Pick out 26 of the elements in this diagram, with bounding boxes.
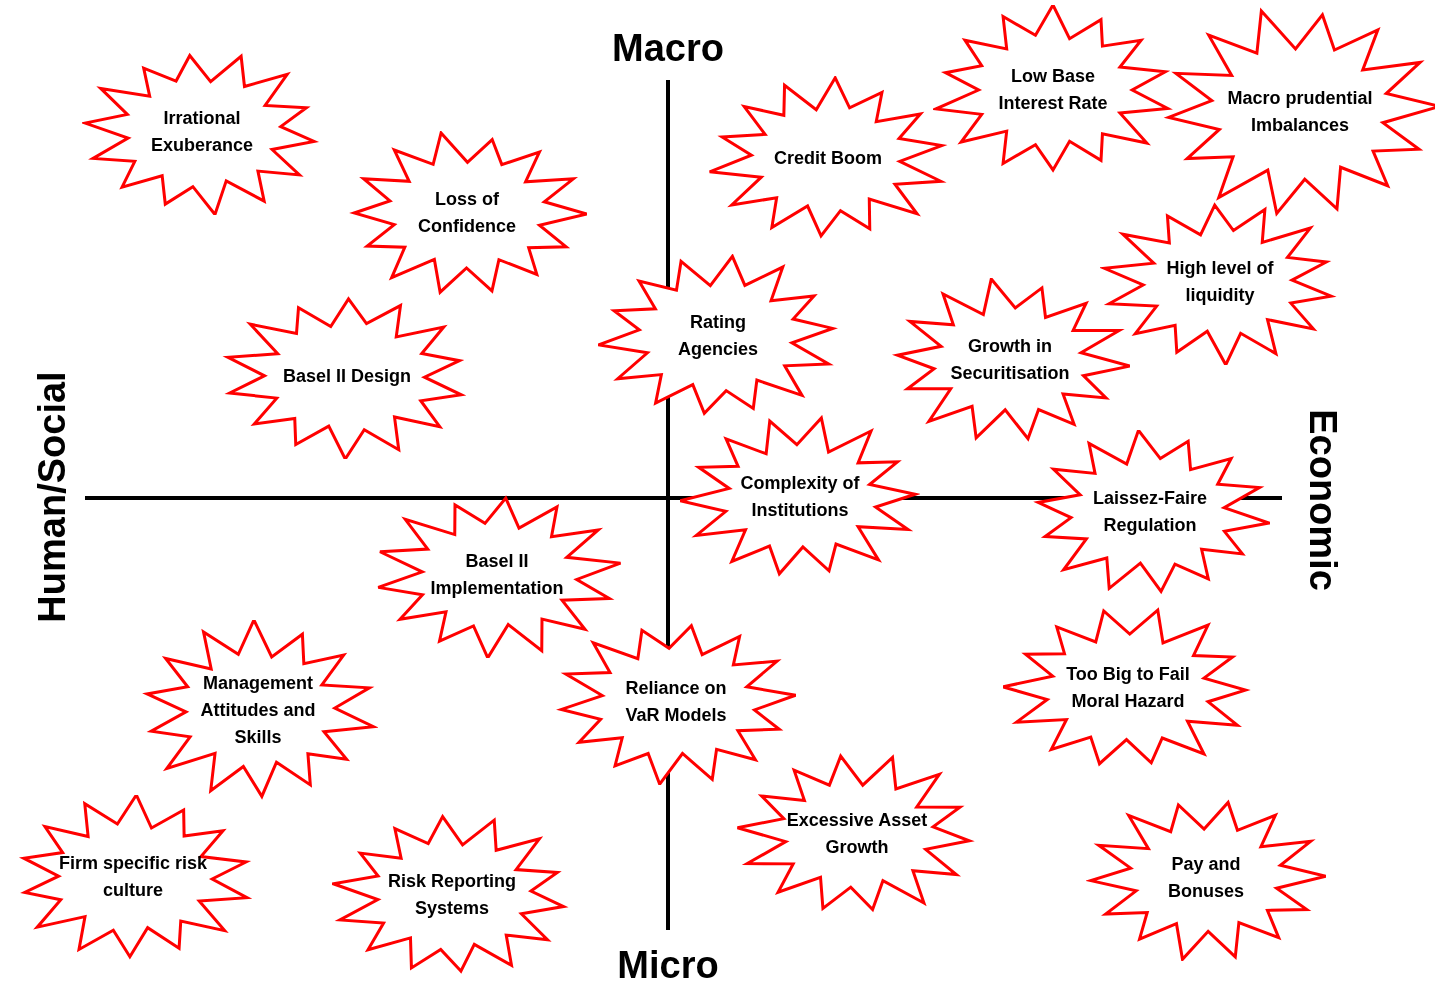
axis-label: Macro [612,26,724,70]
node-label: Growth in Securitisation [949,335,1071,385]
axis-label: Micro [617,943,719,984]
node-label: Excessive Asset Growth [785,809,929,859]
node-label: Irrational Exuberance [149,107,255,157]
starburst [933,5,1173,175]
node-label: Too Big to Fail Moral Hazard [1065,663,1191,713]
node-label: Laissez-Faire Regulation [1091,487,1209,537]
axis-label: Human/Social [30,371,74,623]
node-label: Reliance on VaR Models [624,677,728,727]
node-label: Macro prudential Imbalances [1226,87,1374,137]
node-label: Complexity of Institutions [739,472,861,522]
starburst [890,277,1130,443]
node-label: Risk Reporting Systems [387,870,517,920]
axis-label: Economic [1300,409,1344,591]
node-label: Credit Boom [773,146,883,170]
node-label: Management Attitudes and Skills [199,671,317,749]
node-label: Basel II Design [281,364,413,388]
node-label: Rating Agencies [676,311,759,361]
node-label: Low Base Interest Rate [997,65,1109,115]
starburst [708,75,948,241]
node-label: High level of liquidity [1165,257,1275,307]
node-label: Pay and Bonuses [1167,853,1245,903]
node-label: Firm specific risk culture [58,852,208,902]
node-label: Basel II Implementation [429,550,565,600]
node-label: Loss of Confidence [417,188,517,238]
